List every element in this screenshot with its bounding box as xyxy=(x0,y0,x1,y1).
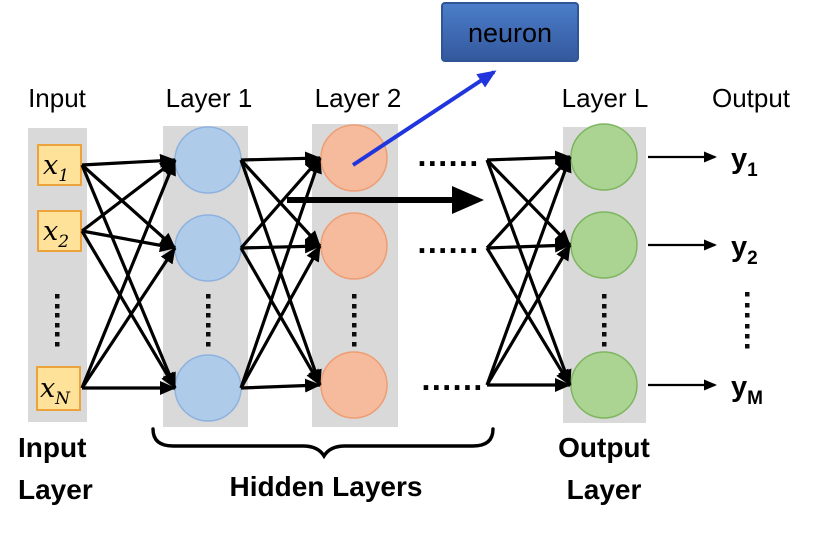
big-arrow-head xyxy=(452,186,484,214)
connection-line xyxy=(486,238,571,253)
connection-line xyxy=(81,153,176,168)
connection-line xyxy=(240,378,321,393)
connection-line xyxy=(240,239,321,254)
connection-line xyxy=(81,229,176,253)
output-label-y1: y1 xyxy=(731,143,758,181)
header-output: Output xyxy=(712,83,791,113)
connection-line xyxy=(239,156,322,250)
horizontal-ellipsis-1: ...... xyxy=(417,143,479,173)
layer2-neuron-2 xyxy=(320,212,388,280)
output-label-yM: yM xyxy=(731,371,763,409)
connection-line xyxy=(80,247,177,389)
connection-line xyxy=(81,158,176,233)
connection-line xyxy=(80,163,177,250)
neuron-callout: neuron xyxy=(441,2,579,62)
input-label-xN: xN xyxy=(40,373,71,409)
neuron-pointer-arrow xyxy=(351,70,497,167)
neuron-callout-box xyxy=(441,2,579,62)
footer-hidden-layers: Hidden Layers xyxy=(230,471,423,502)
input-label-x2: x2 xyxy=(43,216,69,252)
footer-input-layer-line2: Layer xyxy=(18,474,93,505)
hidden-layers-brace xyxy=(151,427,495,460)
layer1-neuron-1 xyxy=(174,126,242,194)
header-input: Input xyxy=(28,83,87,113)
header-layer-2: Layer 2 xyxy=(315,83,402,113)
layer2-neuron-3 xyxy=(320,351,388,419)
layer2-neurons xyxy=(320,124,388,419)
header-layer-L: Layer L xyxy=(562,83,649,113)
layer1-to-layer2-connections xyxy=(239,151,322,393)
input-to-layer1-connections xyxy=(80,153,177,395)
layer2-neuron-1 xyxy=(320,124,388,192)
connection-line xyxy=(485,156,572,386)
header-layer-1: Layer 1 xyxy=(166,83,253,113)
connection-line xyxy=(239,245,322,389)
vertical-ellipsis-layer1 xyxy=(206,294,211,347)
input-node-x1 xyxy=(37,144,82,186)
connection-line xyxy=(486,150,571,165)
vertical-ellipsis-input xyxy=(55,294,60,347)
connection-line xyxy=(239,157,322,389)
footer-output-layer-line1: Output xyxy=(558,432,650,463)
input-nodes: x1 x2 xN xyxy=(36,144,82,411)
horizontal-ellipsis-2: ...... xyxy=(417,230,479,260)
horizontal-ellipsis-3: ...... xyxy=(421,367,483,397)
layer1-neurons xyxy=(174,126,242,422)
layer1-neuron-3 xyxy=(174,354,242,422)
vertical-ellipsis-layerL xyxy=(602,294,607,347)
big-forward-arrow xyxy=(287,186,484,214)
neuron-callout-label: neuron xyxy=(468,18,552,48)
input-node-xN xyxy=(36,366,81,411)
layer1-neuron-2 xyxy=(174,214,242,282)
connection-line xyxy=(485,155,572,250)
dots-to-layerL-connections xyxy=(485,150,572,392)
layerL-neurons xyxy=(570,123,638,419)
connection-line xyxy=(485,244,572,386)
vertical-ellipsis-layer2 xyxy=(352,294,357,347)
layerL-neuron-3 xyxy=(570,351,638,419)
input-label-x1: x1 xyxy=(43,150,69,186)
connection-line xyxy=(240,151,321,166)
layerL-neuron-2 xyxy=(570,211,638,279)
connection-line xyxy=(80,159,177,389)
layerL-neuron-1 xyxy=(570,123,638,191)
footer-input-layer-line1: Input xyxy=(18,432,86,463)
output-arrows xyxy=(648,151,717,391)
footer-output-layer-line2: Layer xyxy=(567,474,642,505)
input-node-x2 xyxy=(37,210,82,252)
output-label-y2: y2 xyxy=(731,231,758,269)
connection-line xyxy=(80,230,177,389)
vertical-ellipsis-output xyxy=(745,292,750,349)
